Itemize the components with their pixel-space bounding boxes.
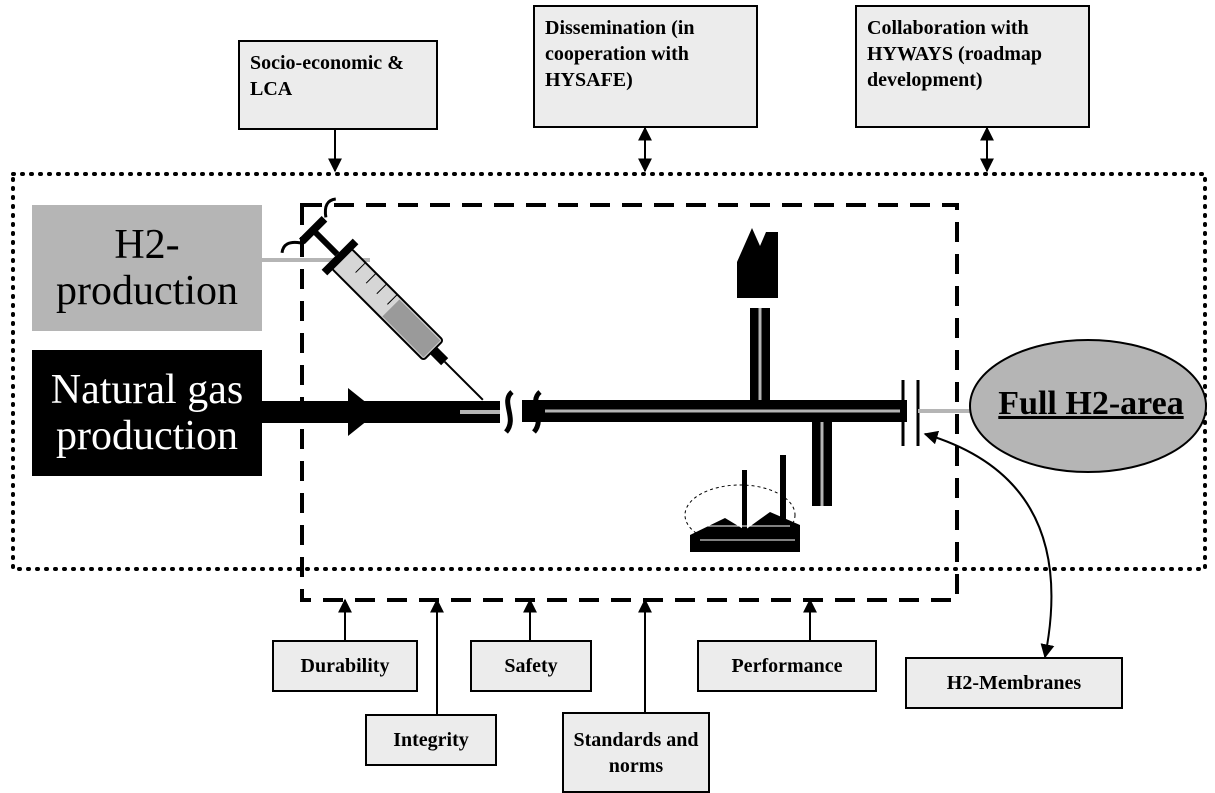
dissemination-box: Dissemination (in cooperation with HYSAF… (533, 5, 758, 128)
performance-label: Performance (731, 655, 843, 677)
natural-gas-production-label: Natural gas production (50, 367, 244, 459)
flow-arrow-icon (348, 388, 378, 436)
full-h2-area-label: Full H2-area (998, 385, 1184, 422)
collaboration-box: Collaboration with HYWAYS (roadmap devel… (855, 5, 1090, 128)
safety-box: Safety (470, 640, 592, 692)
h2-production-box: H2-production (32, 205, 262, 331)
house-icon (737, 228, 778, 298)
performance-box: Performance (697, 640, 877, 692)
full-h2-area-ellipse (969, 339, 1207, 473)
dotted-system-boundary (11, 172, 1207, 571)
dissemination-label: Dissemination (in cooperation with HYSAF… (545, 17, 695, 91)
socio-economic-label: Socio-economic & LCA (250, 52, 404, 100)
syringe-icon (280, 197, 484, 401)
h2-membranes-box: H2-Membranes (905, 657, 1123, 709)
pipe-break-icon (503, 390, 514, 434)
factory-icon (684, 455, 800, 552)
durability-box: Durability (272, 640, 418, 692)
integrity-label: Integrity (393, 729, 469, 751)
natural-gas-production-box: Natural gas production (32, 350, 262, 476)
socio-economic-box: Socio-economic & LCA (238, 40, 438, 130)
collaboration-label: Collaboration with HYWAYS (roadmap devel… (867, 17, 1043, 91)
safety-label: Safety (504, 655, 558, 677)
h2-production-label: H2-production (56, 222, 238, 314)
durability-label: Durability (300, 655, 390, 677)
integrity-box: Integrity (365, 714, 497, 766)
standards-label: Standards and norms (573, 728, 699, 777)
h2-membranes-label: H2-Membranes (946, 672, 1082, 694)
arrow-membranes-curve (923, 430, 1055, 659)
standards-box: Standards and norms (562, 712, 710, 793)
